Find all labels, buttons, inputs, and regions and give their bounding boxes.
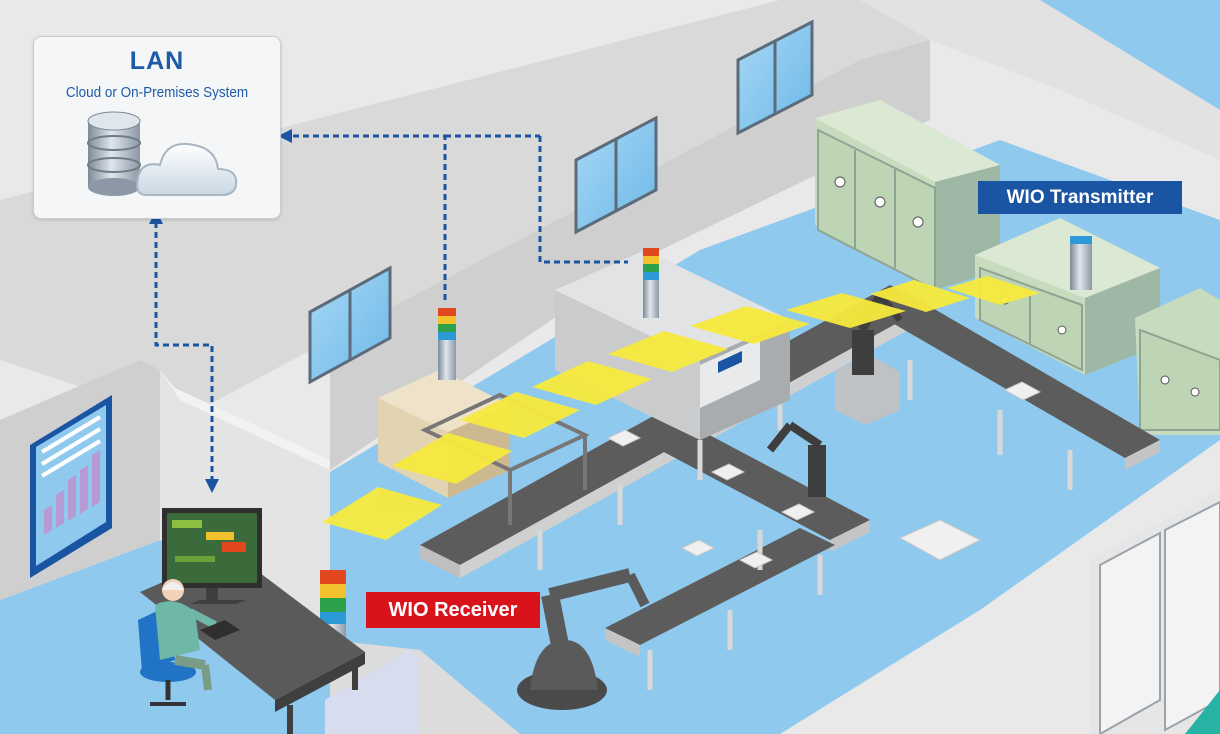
right-door	[1099, 531, 1161, 734]
transmitter-label: WIO Transmitter	[978, 181, 1182, 214]
stack-light	[643, 248, 659, 318]
control-cabinet	[1135, 288, 1220, 435]
receiver-label: WIO Receiver	[366, 592, 540, 628]
wireless-signal	[322, 276, 1040, 540]
transmitter-device	[1070, 236, 1092, 290]
front-conveyor	[605, 528, 835, 657]
lan-subtitle: Cloud or On-Premises System	[65, 84, 249, 101]
right-conveyor	[870, 292, 1160, 470]
right-door	[1164, 500, 1220, 732]
office-door	[325, 650, 420, 734]
office-partition	[160, 370, 330, 640]
operator	[155, 579, 217, 691]
robot-arm	[517, 568, 650, 710]
control-cabinet	[815, 100, 1000, 292]
window	[574, 115, 658, 235]
conveyor-legs	[537, 360, 1073, 690]
lan-title: LAN	[129, 47, 185, 75]
keyboard	[200, 620, 240, 640]
monitor	[162, 508, 262, 604]
right-wall-top	[860, 0, 1220, 160]
database-icon	[87, 111, 141, 196]
network-link	[154, 134, 628, 480]
robot-arm	[766, 421, 826, 497]
lan-icons	[76, 109, 246, 214]
back-wall-center	[330, 40, 930, 470]
stack-light	[438, 308, 456, 380]
branch-conveyor	[660, 430, 870, 552]
office-desk	[140, 552, 365, 734]
product-boxes	[606, 381, 1042, 569]
wall-poster	[30, 395, 112, 578]
cloud-icon	[136, 143, 238, 196]
lan-panel: LAN Cloud or On-Premises System	[33, 36, 281, 219]
floor-accent	[1185, 690, 1220, 734]
window	[736, 19, 814, 136]
window	[308, 265, 392, 385]
back-wall-left	[0, 0, 930, 420]
